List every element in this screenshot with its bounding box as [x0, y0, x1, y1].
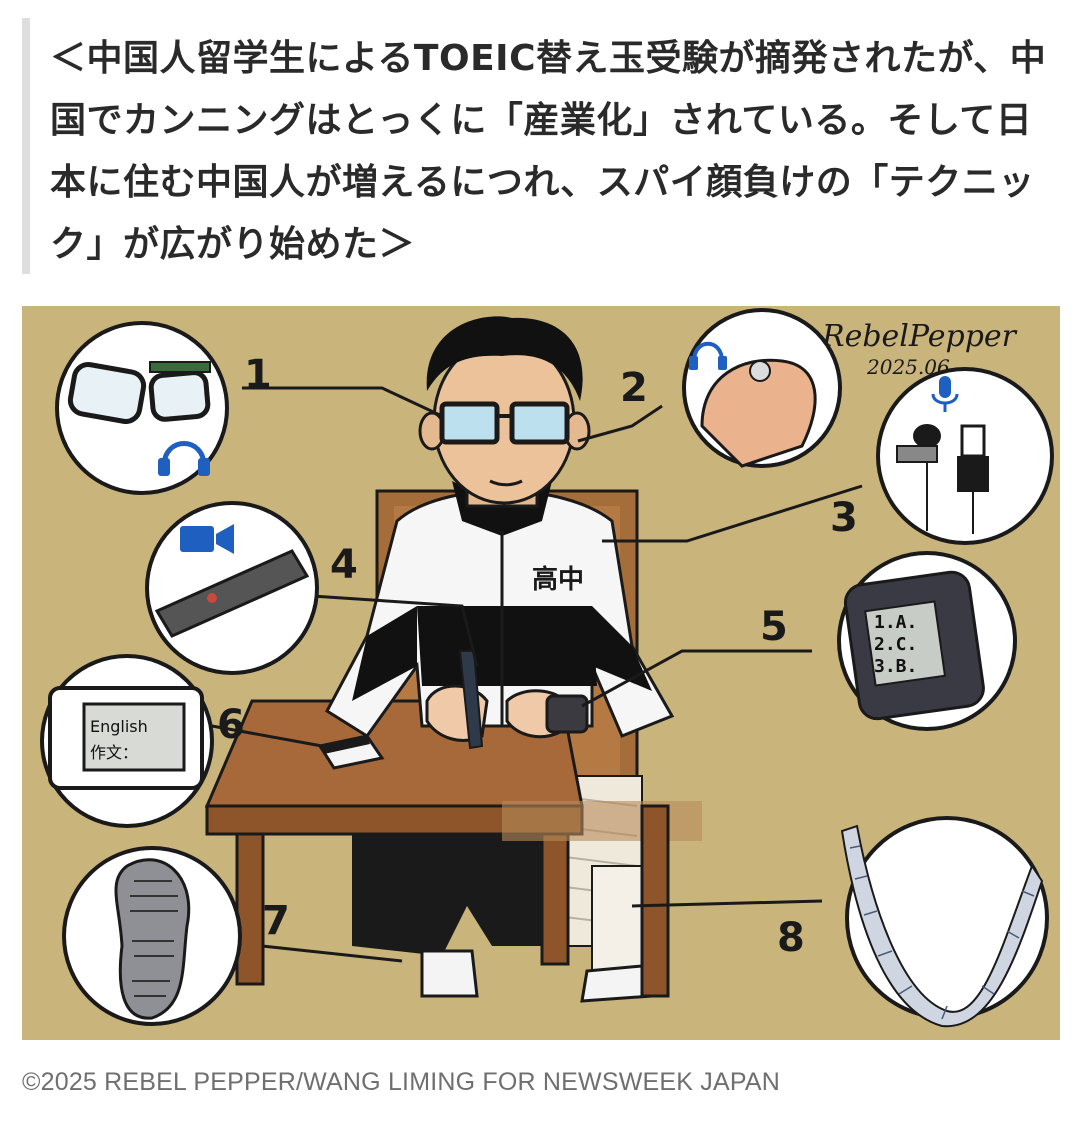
number-label-6: 6: [217, 702, 245, 748]
number-label-4: 4: [330, 542, 358, 588]
number-labels: 1 2 3 4 5 6 7 8: [217, 352, 858, 961]
circle-pen-camera: [145, 501, 319, 675]
number-label-3: 3: [830, 495, 858, 541]
signature-name: RebelPepper: [821, 319, 1018, 354]
number-label-1: 1: [244, 352, 272, 398]
circle-watch: 1.A. 2.C. 3.B.: [837, 551, 1017, 731]
number-label-2: 2: [620, 365, 648, 411]
headline-text: ＜中国人留学生によるTOEIC替え玉受験が摘発されたが、中国でカンニングはとっく…: [50, 38, 1047, 265]
circle-finger: [682, 308, 842, 468]
number-label-8: 8: [777, 915, 805, 961]
circle-glasses: [55, 321, 229, 495]
watch-line-1: 1.A.: [874, 612, 917, 633]
microphone-icon: [931, 376, 959, 412]
illustration[interactable]: RebelPepper 2025.06.: [22, 306, 1060, 1040]
head: [418, 316, 591, 508]
circle-eraser-device: English 作文：: [40, 654, 214, 828]
headline-block: ＜中国人留学生によるTOEIC替え玉受験が摘発されたが、中国でカンニングはとっく…: [22, 18, 1062, 274]
device-line-2: 作文：: [90, 743, 138, 762]
hands: [425, 650, 589, 750]
image-credit: ©2025 REBEL PEPPER/WANG LIMING FOR NEWSW…: [22, 1068, 781, 1096]
video-camera-icon: [180, 524, 234, 554]
circle-microphone: [876, 367, 1054, 545]
leader-lines: [211, 386, 863, 963]
circle-bandage: [840, 816, 1049, 1028]
watch-line-2: 2.C.: [874, 634, 917, 655]
circle-shoe-sole: [62, 846, 242, 1026]
headphones-icon: [158, 441, 210, 476]
number-label-5: 5: [760, 604, 788, 650]
eraser: [317, 734, 385, 770]
jacket-print: 高中: [532, 564, 584, 595]
number-label-7: 7: [262, 898, 290, 944]
illustration-canvas: RebelPepper 2025.06.: [22, 306, 1060, 1040]
watch-line-3: 3.B.: [874, 656, 917, 677]
headphones-icon: [689, 341, 727, 370]
device-line-1: English: [90, 717, 148, 736]
